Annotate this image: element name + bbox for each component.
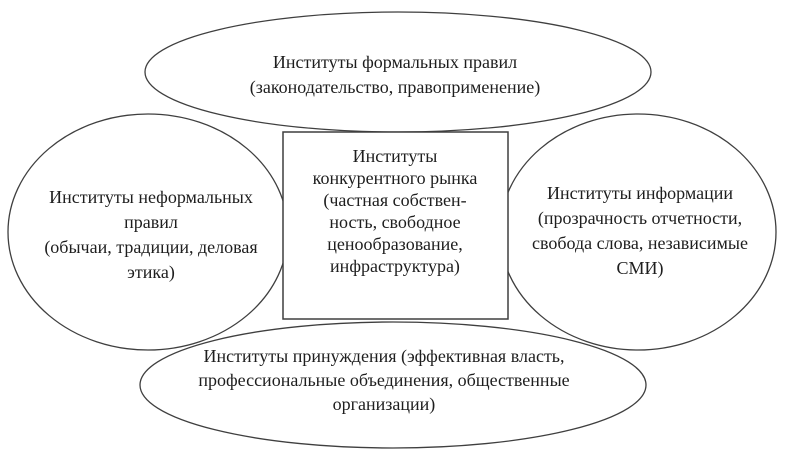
informal-rules-label: Институты неформальных правил (обычаи, т… (44, 187, 258, 282)
information-label: Институты информации (прозрачность отчет… (531, 183, 749, 278)
enforcement-ellipse (139, 321, 647, 449)
competitive-market-rect (282, 131, 509, 320)
enforcement-label: Институты принуждения (эффективная власт… (198, 346, 570, 414)
competitive-market-label: Институты конкурентного рынка (частная с… (312, 146, 478, 276)
formal-rules-label: Институты формальных правил (законодател… (249, 52, 541, 97)
